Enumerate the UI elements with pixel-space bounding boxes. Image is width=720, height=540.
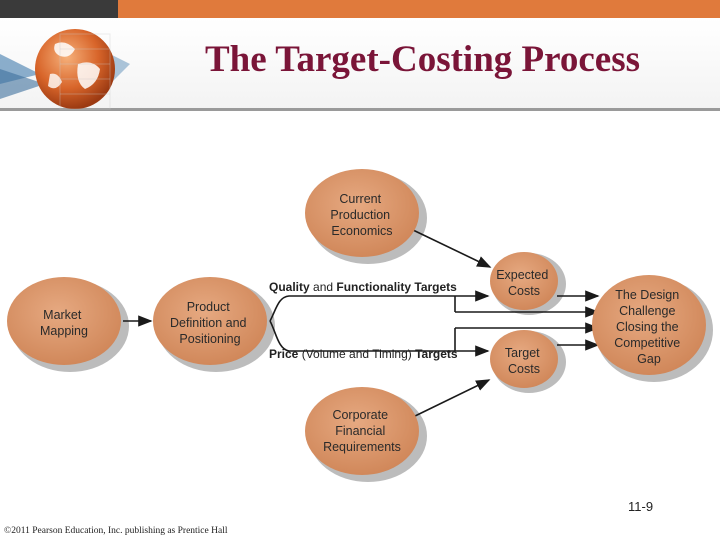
corporate-financial-label: Corporate Financial Requirements [323, 408, 401, 454]
product-definition-label: Product Definition and Positioning [170, 300, 250, 346]
slide-number: 11-9 [628, 499, 654, 514]
market-mapping-label: Market Mapping [40, 308, 88, 338]
slide-title: The Target-Costing Process [204, 39, 641, 80]
design-challenge-label: The Design Challenge Closing the Competi… [614, 288, 683, 366]
design-challenge-oval [592, 275, 706, 375]
top-bar-orange-segment [118, 0, 720, 18]
price-targets-label: Price (Volume and Timing) Targets [269, 347, 458, 361]
connectors [123, 229, 600, 418]
arrow-current-to-expected [412, 229, 492, 268]
current-production-oval [305, 169, 419, 257]
line-to-price-targets [269, 320, 455, 352]
corporate-financial-oval [305, 387, 419, 475]
top-bar [0, 0, 720, 18]
target-costs-oval [490, 330, 558, 388]
globe-logo-icon [0, 29, 130, 110]
top-bar-dark-segment [0, 0, 118, 18]
arrow-corporate-to-target [412, 379, 491, 418]
line-to-quality-targets [269, 295, 455, 322]
current-production-label: Current Production Economics [330, 192, 393, 238]
quality-targets-label: Quality and Functionality Targets [269, 280, 457, 294]
product-definition-oval [153, 277, 267, 365]
expected-costs-oval [490, 252, 558, 310]
copyright-notice: ©2011 Pearson Education, Inc. publishing… [4, 526, 228, 536]
expected-costs-label: Expected Costs [496, 268, 552, 298]
target-costing-diagram: Market Mapping Product Definition and Po… [7, 169, 713, 482]
market-mapping-oval [7, 277, 121, 365]
header-divider [0, 108, 720, 111]
target-costs-label: Target Costs [505, 346, 543, 376]
